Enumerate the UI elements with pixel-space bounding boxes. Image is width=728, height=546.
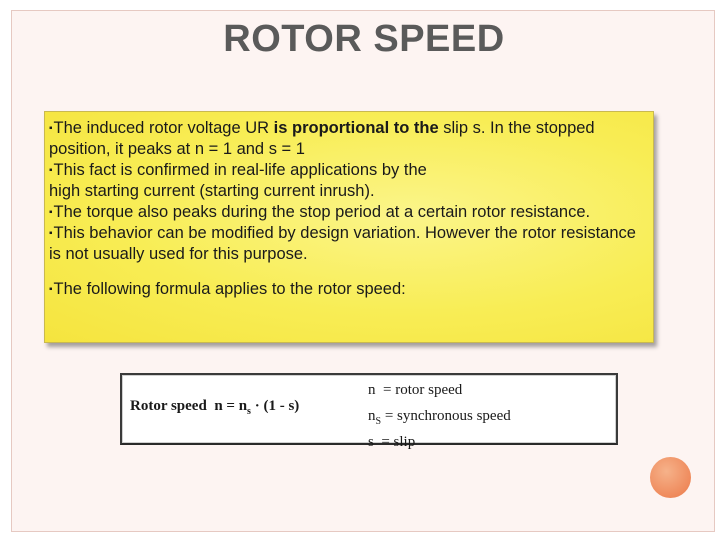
- bullet-5: ▪The following formula applies to the ro…: [49, 280, 406, 298]
- bullet-2: ▪This fact is confirmed in real-life app…: [49, 161, 427, 200]
- bullet-4: ▪This behavior can be modified by design…: [49, 224, 636, 263]
- bullet-square-icon: ▪: [49, 165, 53, 176]
- definition-rotor-speed: n = rotor speed: [368, 382, 463, 398]
- slide-title: ROTOR SPEED: [223, 18, 505, 60]
- bullet-square-icon: ▪: [49, 228, 53, 239]
- definition-synchronous-speed: nS = synchronous speed: [368, 408, 511, 427]
- bullet-1: ▪The induced rotor voltage UR is proport…: [49, 119, 595, 158]
- decorative-circle-icon: [650, 457, 691, 498]
- bullet-square-icon: ▪: [49, 284, 53, 295]
- bullet-3: ▪The torque also peaks during the stop p…: [49, 203, 591, 221]
- formula-expression: Rotor speed n = ns · (1 - s): [130, 398, 300, 417]
- formula-definitions: n = rotor speed nS = synchronous speed s…: [368, 380, 511, 458]
- definition-slip: s = slip: [368, 434, 416, 450]
- formula-image: Rotor speed n = ns · (1 - s) n = rotor s…: [120, 373, 618, 450]
- bullet-square-icon: ▪: [49, 207, 53, 218]
- content-text-box: ▪The induced rotor voltage UR is proport…: [44, 111, 654, 343]
- bullet-square-icon: ▪: [49, 123, 53, 134]
